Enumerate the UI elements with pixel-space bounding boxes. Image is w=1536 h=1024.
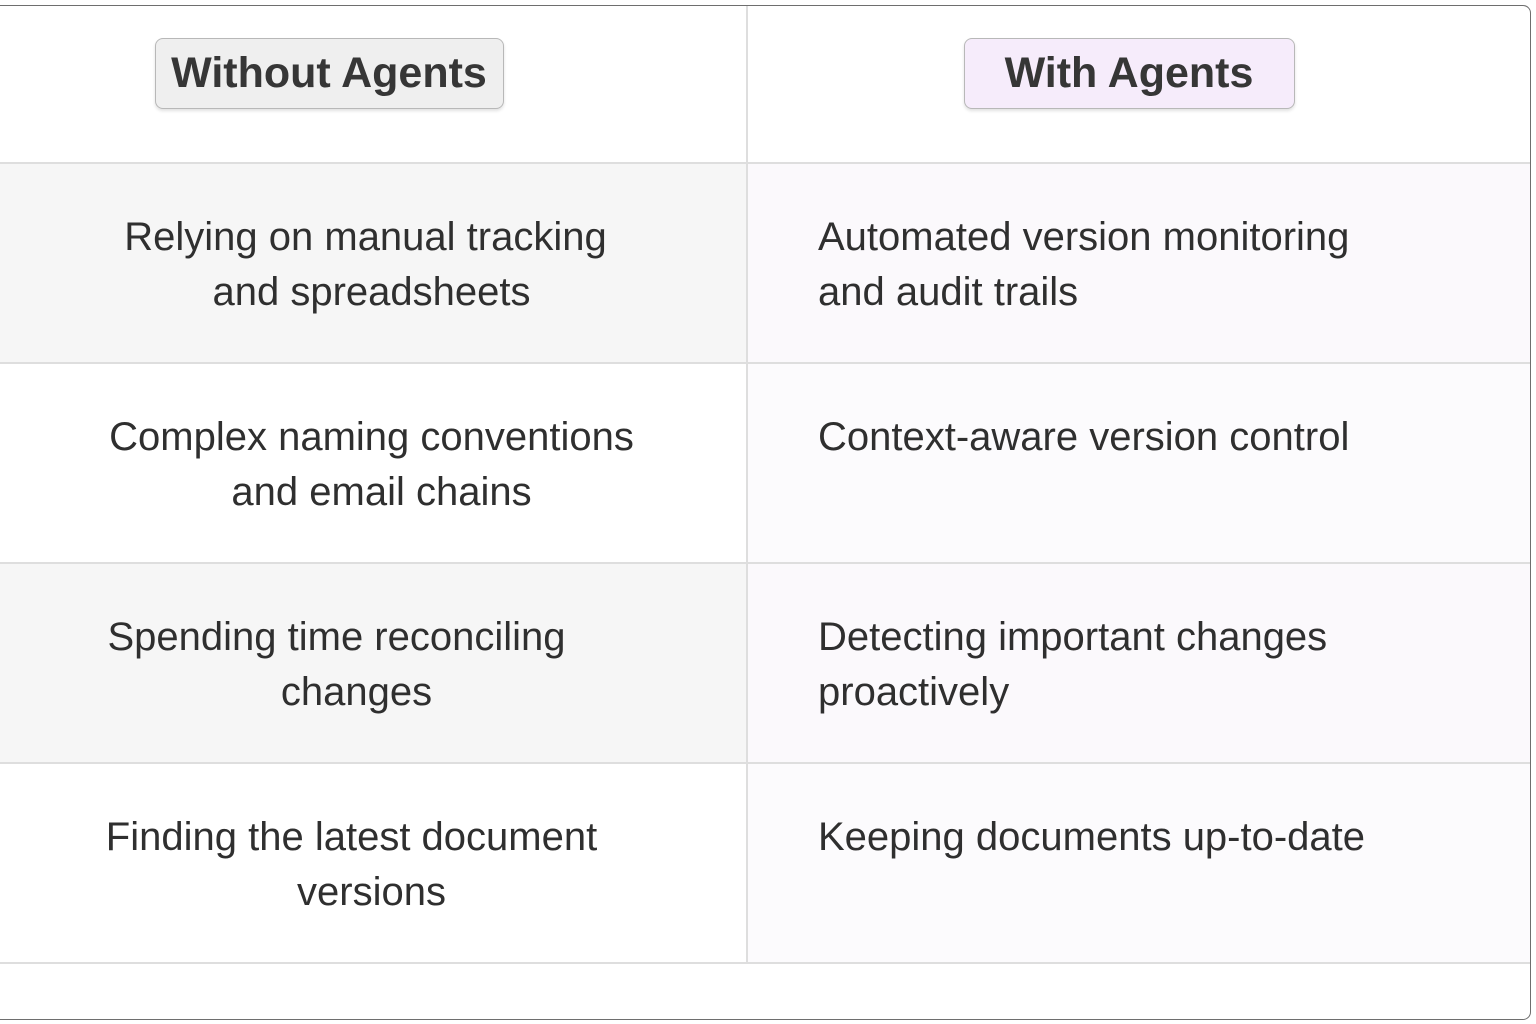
table-row: Spending time reconciling changes Detect… [0, 564, 1530, 764]
with-cell: Detecting important changes proactively [748, 564, 1530, 762]
comparison-card: Without Agents With Agents Relying on ma… [0, 5, 1531, 1020]
with-cell: Keeping documents up-to-date [748, 764, 1530, 962]
with-cell: Context-aware version control [748, 364, 1530, 562]
cell-line: and audit trails [818, 270, 1079, 314]
cell-line: Finding the latest document [105, 815, 598, 859]
header-cell-with: With Agents [748, 6, 1530, 162]
without-cell: Complex naming conventions and email cha… [0, 364, 748, 562]
cell-line: versions [297, 870, 446, 914]
table-header-row: Without Agents With Agents [0, 6, 1530, 164]
cell-line: Automated version monitoring [818, 215, 1350, 259]
cell-line: Relying on manual tracking [124, 215, 607, 259]
table-footer-space [0, 964, 1530, 1018]
cell-line: Context-aware version control [818, 415, 1350, 459]
cell-line: Spending time reconciling [107, 615, 566, 659]
cell-line: proactively [818, 670, 1010, 714]
cell-line: Detecting important changes [818, 615, 1328, 659]
table-row: Relying on manual tracking and spreadshe… [0, 164, 1530, 364]
header-cell-without: Without Agents [0, 6, 748, 162]
table-row: Finding the latest document versions Kee… [0, 764, 1530, 964]
without-cell: Relying on manual tracking and spreadshe… [0, 164, 748, 362]
without-cell: Finding the latest document versions [0, 764, 748, 962]
cell-line: Keeping documents up-to-date [818, 815, 1366, 859]
cell-line: changes [280, 670, 433, 714]
table-row: Complex naming conventions and email cha… [0, 364, 1530, 564]
cell-line: Complex naming conventions [109, 415, 634, 459]
cell-line: and email chains [231, 470, 532, 514]
cell-line: and spreadsheets [212, 270, 531, 314]
with-agents-label: With Agents [963, 37, 1295, 109]
comparison-table: Without Agents With Agents Relying on ma… [0, 6, 1530, 1018]
with-cell: Automated version monitoring and audit t… [748, 164, 1530, 362]
without-cell: Spending time reconciling changes [0, 564, 748, 762]
without-agents-label: Without Agents [154, 37, 504, 109]
